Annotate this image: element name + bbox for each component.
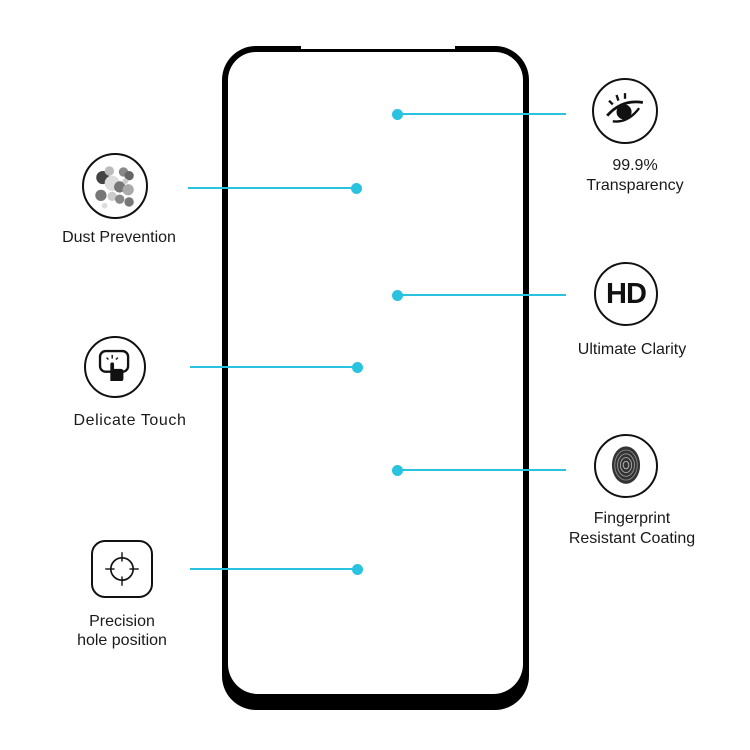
label-hole-position: hole position: [77, 632, 167, 649]
connector-line-dust: [188, 187, 356, 189]
dust-particles-icon: [82, 153, 148, 219]
connector-dot-transparency: [392, 109, 403, 120]
connector-dot-hd: [392, 290, 403, 301]
connector-dot-fingerprint: [392, 465, 403, 476]
phone-top-notch: [301, 46, 455, 49]
label-transparency: Transparency: [586, 177, 684, 194]
hd-icon-text: HD: [606, 278, 647, 310]
connector-line-touch: [190, 366, 357, 368]
label-ultimate-clarity: Ultimate Clarity: [577, 341, 687, 358]
fingerprint-icon: [594, 434, 658, 498]
label-delicate-touch: Delicate Touch: [73, 412, 187, 429]
touch-screen-icon: [84, 336, 146, 398]
connector-line-transparency: [397, 113, 566, 115]
crosshair-target-icon: [91, 540, 153, 598]
connector-line-hd: [397, 294, 566, 296]
label-precision: Precision: [89, 613, 155, 630]
label-fingerprint: Fingerprint: [593, 510, 671, 527]
label-dust-prevention: Dust Prevention: [62, 229, 176, 246]
connector-dot-hole: [352, 564, 363, 575]
connector-line-hole: [190, 568, 357, 570]
label-transparency-percent: 99.9%: [612, 157, 658, 174]
hd-icon: HD: [594, 262, 658, 326]
label-resistant-coating: Resistant Coating: [568, 530, 696, 547]
phone-screen: [228, 52, 523, 694]
connector-dot-touch: [352, 362, 363, 373]
eye-icon: [592, 78, 658, 144]
connector-dot-dust: [351, 183, 362, 194]
connector-line-fingerprint: [397, 469, 566, 471]
